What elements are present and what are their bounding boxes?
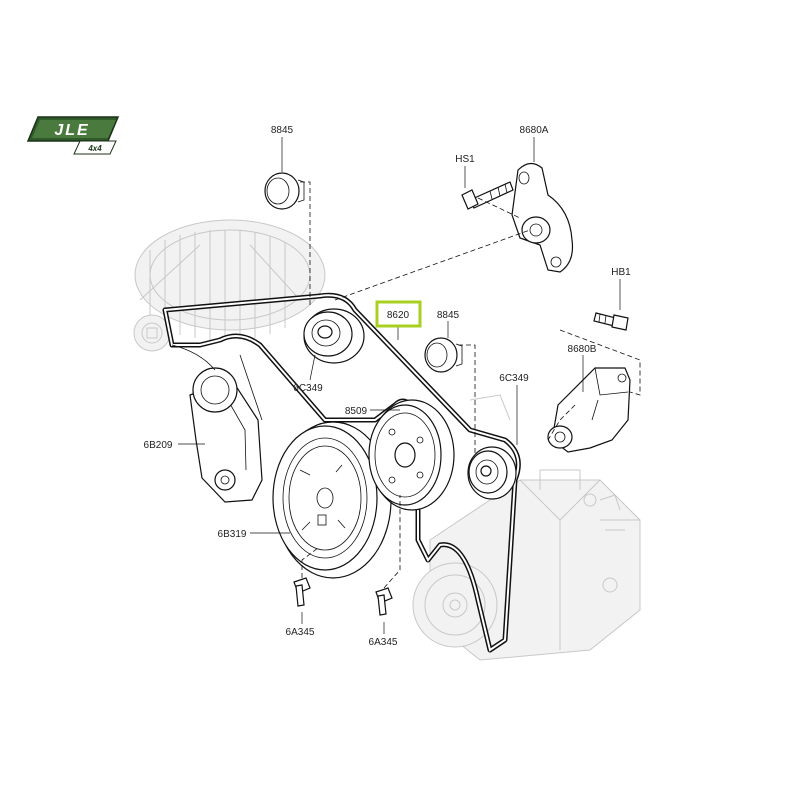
callout-8845-top: 8845 [271,125,294,136]
callout-hb1: HB1 [611,267,631,278]
callout-labels: 8845 8680A HS1 HB1 8620 8845 8680B 6C349… [144,125,632,648]
logo-brand-text: JLE [54,122,89,139]
belt-tensioner [171,344,263,503]
callout-hs1: HS1 [455,154,475,165]
callout-8509: 8509 [345,406,368,417]
callout-6c349-left: 6C349 [293,383,323,394]
bolt-6a345-left [293,577,311,607]
pulley-cap-top [264,172,305,210]
crank-pulley-8509 [368,399,455,511]
highlight-box-8620 [375,300,422,328]
bolt-hb1 [593,312,629,331]
idler-bracket-8680a [511,162,574,273]
bolt-6a345-right [375,587,393,616]
assembly-lines [300,181,641,589]
callout-6b209: 6B209 [144,440,173,451]
idler-pulley-left [303,308,365,364]
callout-8845-mid: 8845 [437,310,460,321]
callout-8680b: 8680B [568,344,597,355]
idler-pulley-right [467,446,517,500]
drive-belt [162,292,521,653]
callout-8620: 8620 [387,310,410,321]
crankshaft-pulley [272,421,392,579]
logo-sub-text: 4x4 [87,144,102,153]
bolt-hs1 [461,181,514,210]
callout-6a345-left: 6A345 [286,627,315,638]
callout-6b319: 6B319 [218,529,247,540]
callout-6c349-right: 6C349 [499,373,529,384]
callout-8680a: 8680A [520,125,549,136]
alternator-ghost [133,219,326,352]
callout-6a345-right: 6A345 [369,637,398,648]
jle-logo: JLE 4x4 [26,116,120,155]
pulley-cap-mid [424,337,463,373]
leader-lines [178,137,621,634]
idler-bracket-8680b [547,367,631,453]
